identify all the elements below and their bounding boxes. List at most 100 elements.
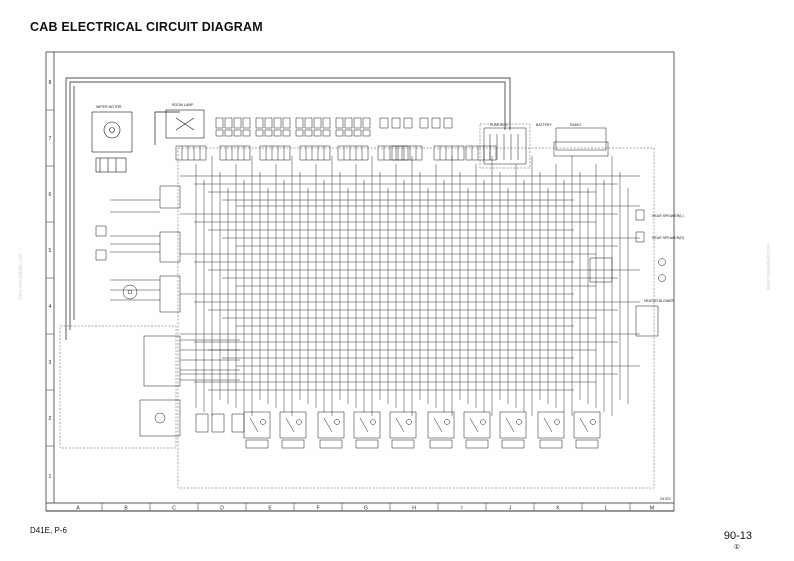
small-component — [231, 413, 245, 433]
relay-coil — [334, 419, 340, 425]
relay-coil — [590, 419, 596, 425]
grid-ticks — [46, 109, 631, 511]
small-component — [195, 413, 209, 433]
switch-terminal — [344, 129, 353, 137]
col-label: L — [605, 506, 608, 512]
small-component — [211, 413, 225, 433]
page-number: 90-13 — [723, 530, 752, 542]
dashed-boundaries — [59, 123, 655, 489]
relay-coil — [554, 419, 560, 425]
switch-panel — [215, 117, 453, 137]
horizontal-wires — [110, 175, 640, 391]
relay-base — [575, 439, 599, 449]
relay-coil — [260, 419, 266, 425]
row-label: 6 — [49, 192, 52, 198]
relay-base — [391, 439, 415, 449]
relay-contact — [395, 417, 405, 433]
relay-base — [429, 439, 453, 449]
relay — [573, 411, 601, 439]
switch-terminal — [233, 129, 242, 137]
switch-contact — [224, 117, 233, 129]
column-labels: A B C D E F G H I J K L M — [76, 506, 654, 512]
switch-contact — [255, 117, 264, 129]
row-label: 3 — [49, 360, 52, 366]
row-label: 2 — [49, 416, 52, 422]
relay — [353, 411, 381, 439]
watermark-right: www.manualslib.com — [766, 243, 772, 290]
relay — [427, 411, 455, 439]
speakers: REAR SPEAKER(L) REAR SPEAKER(R) HEATER B… — [589, 209, 684, 337]
relay-contact — [249, 417, 259, 433]
relay-coil — [444, 419, 450, 425]
col-label: J — [509, 506, 512, 512]
switch-contact — [264, 117, 273, 129]
switch-terminal — [282, 129, 291, 137]
relay-contact — [285, 417, 295, 433]
col-label: M — [650, 506, 654, 512]
connector-block — [391, 145, 423, 161]
relay-base — [501, 439, 525, 449]
switch-terminal — [353, 129, 362, 137]
col-label: H — [412, 506, 416, 512]
page-title: CAB ELECTRICAL CIRCUIT DIAGRAM — [30, 20, 263, 34]
switch-contact — [379, 117, 389, 129]
switch-contact — [215, 117, 224, 129]
switch-terminal — [335, 129, 344, 137]
relay-coil — [296, 419, 302, 425]
switch-contact — [313, 117, 322, 129]
switch-contact — [322, 117, 331, 129]
relay — [463, 411, 491, 439]
switch-terminal — [273, 129, 282, 137]
switch-contact — [295, 117, 304, 129]
switch-terminal — [362, 129, 371, 137]
connector-block — [465, 145, 497, 161]
connector-block — [219, 145, 251, 161]
col-label: A — [76, 506, 80, 512]
row-label: 5 — [49, 248, 52, 254]
relay — [317, 411, 345, 439]
room-lamp: ROOM LAMP — [165, 103, 205, 139]
wiper-motor: WIPER MOTOR — [91, 105, 133, 173]
relay — [537, 411, 565, 439]
switch-contact — [242, 117, 251, 129]
relay-coil — [516, 419, 522, 425]
switch-contact — [431, 117, 441, 129]
col-label: B — [124, 506, 128, 512]
relay-contact — [505, 417, 515, 433]
relay-contact — [433, 417, 443, 433]
row-label: 7 — [49, 136, 52, 142]
switch-contact — [391, 117, 401, 129]
switch-contact — [282, 117, 291, 129]
revision-mark: ① — [733, 544, 740, 551]
relay — [279, 411, 307, 439]
switch-terminal — [313, 129, 322, 137]
relay-row — [195, 411, 601, 449]
switch-terminal — [304, 129, 313, 137]
relay-contact — [359, 417, 369, 433]
relay-contact — [579, 417, 589, 433]
radio-label: RADIO — [570, 123, 581, 127]
col-label: I — [461, 506, 462, 512]
switch-contact — [443, 117, 453, 129]
switch-contact — [403, 117, 413, 129]
relay-coil — [370, 419, 376, 425]
switch-contact — [362, 117, 371, 129]
col-label: F — [316, 506, 319, 512]
switch-contact — [344, 117, 353, 129]
row-label: 4 — [49, 304, 52, 310]
switch-contact — [273, 117, 282, 129]
relay-coil — [406, 419, 412, 425]
col-label: E — [268, 506, 272, 512]
connector-block — [433, 145, 465, 161]
connector-block — [259, 145, 291, 161]
room-lamp-label: ROOM LAMP — [172, 103, 194, 107]
row-labels: 8 7 6 5 4 3 2 1 — [49, 80, 52, 480]
wiper-motor-label: WIPER MOTOR — [96, 105, 122, 109]
heater-blower-label: HEATER BLOWER — [644, 299, 675, 303]
fuse-box-label: FUSE BOX — [490, 123, 508, 127]
relay-base — [281, 439, 305, 449]
top-bus — [65, 77, 511, 340]
diagram-frame — [45, 51, 675, 512]
relay-base — [539, 439, 563, 449]
